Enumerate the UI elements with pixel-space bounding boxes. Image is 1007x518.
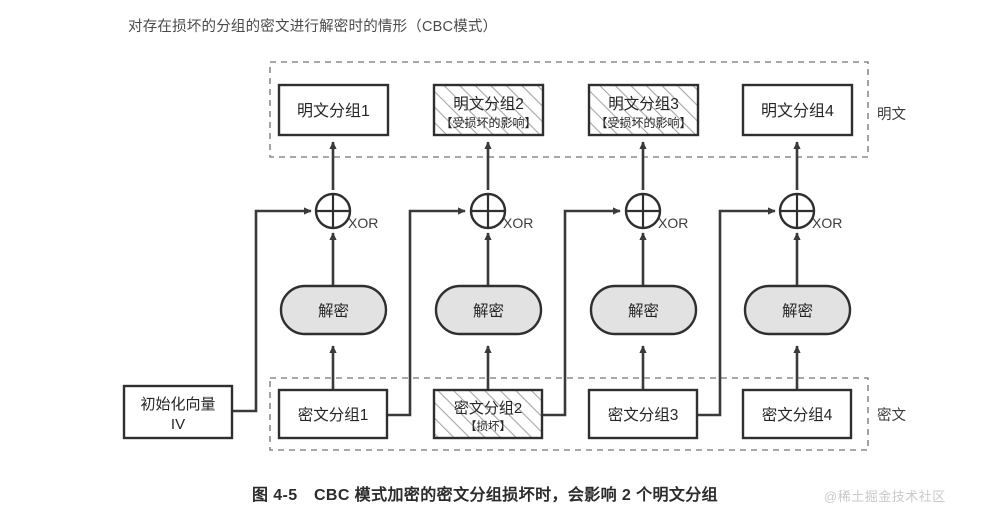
plaintext-group-label: 明文 [877, 107, 906, 123]
xor-node-2 [469, 192, 507, 230]
plaintext-block-3: 明文分组3 【受损坏的影响】 [587, 83, 700, 137]
plaintext-block-1-label: 明文分组1 [297, 102, 370, 120]
xor-node-3 [624, 192, 662, 230]
xor-node-1 [314, 192, 352, 230]
decrypt-block-1-label: 解密 [318, 302, 349, 320]
ciphertext-block-4-label: 密文分组4 [762, 406, 833, 424]
decrypt-block-3-label: 解密 [628, 302, 659, 320]
wire-c2-branch-to-xor3 [542, 207, 621, 417]
decrypt-block-4-label: 解密 [782, 302, 813, 320]
wire-iv-to-xor1 [232, 207, 312, 413]
decrypt-block-1: 解密 [279, 284, 388, 336]
plaintext-block-3-label: 明文分组3 [608, 95, 679, 113]
plaintext-block-4: 明文分组4 [741, 83, 854, 137]
wire-c3-branch-to-xor4 [697, 207, 776, 417]
plaintext-group-boundary [269, 61, 869, 158]
iv-block-label-line2: IV [171, 416, 185, 433]
figure-title: 对存在损坏的分组的密文进行解密时的情形（CBC模式） [128, 19, 498, 35]
figure-caption: 图 4-5 CBC 模式加密的密文分组损坏时，会影响 2 个明文分组 [252, 487, 719, 504]
decrypt-block-3: 解密 [589, 284, 698, 336]
plaintext-block-1: 明文分组1 [277, 83, 390, 137]
decrypt-block-2: 解密 [434, 284, 543, 336]
xor-node-1-label: XOR [348, 215, 379, 231]
iv-block: 初始化向量 IV [122, 384, 234, 440]
xor-node-3-label: XOR [658, 215, 689, 231]
ciphertext-block-2: 密文分组2 【损坏】 [432, 388, 544, 440]
decrypt-block-4: 解密 [743, 284, 852, 336]
plaintext-block-2-label: 明文分组2 [453, 95, 524, 113]
plaintext-block-4-label: 明文分组4 [761, 102, 834, 120]
xor-node-4 [778, 192, 816, 230]
ciphertext-block-3-label: 密文分组3 [608, 406, 679, 424]
plaintext-block-2: 明文分组2 【受损坏的影响】 [432, 83, 545, 137]
xor-node-4-label: XOR [812, 215, 843, 231]
plaintext-block-3-note: 【受损坏的影响】 [595, 115, 691, 130]
wire-c1-branch-to-xor2 [387, 207, 466, 417]
ciphertext-block-1-label: 密文分组1 [298, 406, 369, 424]
ciphertext-group-boundary [269, 377, 869, 451]
decrypt-block-2-label: 解密 [473, 302, 504, 320]
ciphertext-block-3: 密文分组3 [587, 388, 699, 440]
ciphertext-block-4: 密文分组4 [741, 388, 853, 440]
ciphertext-group-label: 密文 [877, 408, 906, 424]
ciphertext-block-1: 密文分组1 [277, 388, 389, 440]
ciphertext-block-2-note: 【损坏】 [465, 419, 511, 433]
iv-block-label-line1: 初始化向量 [140, 396, 215, 413]
watermark: @稀土掘金技术社区 [824, 489, 946, 504]
xor-node-2-label: XOR [503, 215, 534, 231]
ciphertext-block-2-label: 密文分组2 [454, 400, 522, 417]
plaintext-block-2-note: 【受损坏的影响】 [440, 115, 536, 130]
